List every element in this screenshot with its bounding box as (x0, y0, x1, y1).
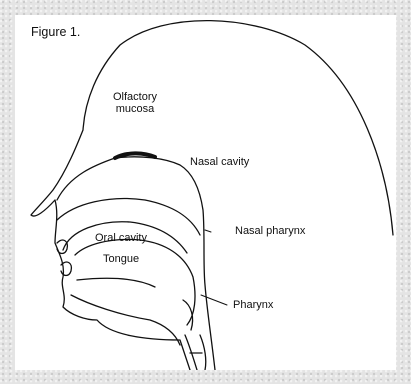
hard-palate (57, 199, 200, 235)
label-oral-cavity: Oral cavity (95, 232, 147, 244)
leader-pharynx (201, 295, 227, 305)
lower-lip (61, 262, 71, 275)
label-pharynx: Pharynx (233, 299, 273, 311)
label-olfactory-line2: mucosa (113, 103, 157, 115)
label-olfactory-mucosa: Olfactory mucosa (113, 91, 157, 115)
lower-jaw (71, 295, 180, 345)
upper-lip (57, 240, 67, 253)
tongue-underside (77, 278, 155, 287)
label-nasal-pharynx: Nasal pharynx (235, 225, 305, 237)
label-nasal-cavity: Nasal cavity (190, 156, 249, 168)
epiglottis (183, 300, 193, 330)
label-tongue: Tongue (103, 253, 139, 265)
head-outline (31, 21, 393, 370)
leader-nasal-pharynx (205, 230, 211, 232)
head-anatomy-diagram (15, 15, 396, 370)
figure-caption: Figure 1. (31, 25, 80, 39)
label-olfactory-line1: Olfactory (113, 91, 157, 103)
figure-panel: Figure 1. Olfactory mucosa Nasal cavity … (15, 15, 396, 370)
